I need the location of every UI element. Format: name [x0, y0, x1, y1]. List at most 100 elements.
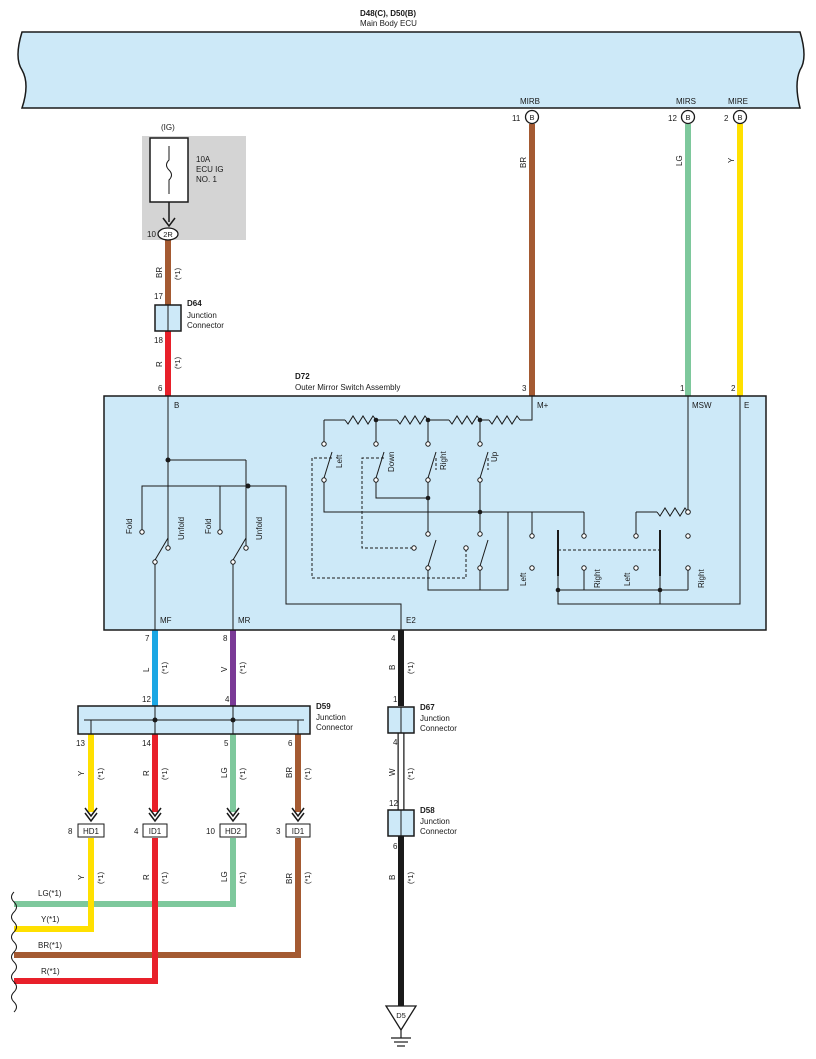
- label-left: Left: [335, 454, 344, 468]
- d58-line1: Junction: [420, 817, 450, 826]
- wire-label-br: BR: [155, 267, 164, 278]
- fuse-source: (IG): [161, 123, 175, 132]
- label-sel-right-1: Right: [593, 569, 602, 588]
- d59-pin-out-0: 13: [76, 739, 85, 748]
- wire-label: Y: [727, 157, 736, 163]
- d58-pin-bottom: 6: [393, 842, 398, 851]
- ground-label: D5: [396, 1011, 406, 1020]
- d58-line2: Connector: [420, 827, 457, 836]
- note: (*1): [406, 871, 415, 884]
- d64-pin-bottom: 18: [154, 336, 163, 345]
- pin-number: 2: [724, 114, 729, 123]
- d59-pin-out-2: 5: [224, 739, 229, 748]
- wire-label-br: BR: [285, 873, 294, 884]
- ecu-name: Main Body ECU: [360, 19, 417, 28]
- terminal-mf: MF: [160, 616, 172, 625]
- terminal-mr: MR: [238, 616, 251, 625]
- pin-number: 11: [512, 114, 521, 123]
- inline-connector-hd1: 8 HD1: [68, 807, 105, 838]
- label-unfold-2: Unfold: [255, 517, 264, 540]
- wire-label: LG: [675, 155, 684, 166]
- terminal-e2: E2: [406, 616, 416, 625]
- d72-pin-mr: 8: [223, 634, 228, 643]
- wire-label: BR: [519, 157, 528, 168]
- pin-code: B: [737, 113, 742, 122]
- d67-pin-bottom: 4: [393, 738, 398, 747]
- wire-label-lg: LG: [220, 871, 229, 882]
- output-label-lg: LG(*1): [38, 889, 62, 898]
- d67-line2: Connector: [420, 724, 457, 733]
- note: (*1): [406, 767, 415, 780]
- wire-r-low: [14, 838, 158, 984]
- d72-pin-e: 2: [731, 384, 736, 393]
- note: (*1): [238, 767, 247, 780]
- inline-connector-id1-b: 3 ID1: [276, 807, 311, 838]
- d72-id: D72: [295, 372, 310, 381]
- d72-pin-mf: 7: [145, 634, 150, 643]
- fuse-pin: 10: [147, 230, 156, 239]
- break-mark: [11, 891, 17, 1013]
- output-label-br: BR(*1): [38, 941, 62, 950]
- d58-pin-top: 12: [389, 799, 398, 808]
- label-up: Up: [490, 451, 499, 462]
- connector-name: ID1: [149, 827, 162, 836]
- connector-pin: 10: [206, 827, 215, 836]
- d72-pin-b: 6: [158, 384, 163, 393]
- d59-pin-out-1: 14: [142, 739, 151, 748]
- d59-line2: Connector: [316, 723, 353, 732]
- pin-name: MIRB: [520, 97, 540, 106]
- d64-pin-top: 17: [154, 292, 163, 301]
- connector-name: ID1: [292, 827, 305, 836]
- inline-connector-id1-a: 4 ID1: [134, 807, 168, 838]
- d59-pin-out-3: 6: [288, 739, 293, 748]
- d72-name: Outer Mirror Switch Assembly: [295, 383, 400, 392]
- note: (*1): [160, 661, 169, 674]
- wire-label-y: Y: [77, 770, 86, 776]
- d67-pin-top: 1: [393, 695, 398, 704]
- wire-label-br: BR: [285, 767, 294, 778]
- d59-pin-in2: 4: [225, 695, 230, 704]
- label-fold-2: Fold: [204, 518, 213, 534]
- pin-name: MIRE: [728, 97, 748, 106]
- d59-pin-in1: 12: [142, 695, 151, 704]
- wire-label-b: B: [388, 665, 397, 670]
- wire-label-lg: LG: [220, 767, 229, 778]
- note: (*1): [173, 267, 182, 280]
- pin-code: B: [529, 113, 534, 122]
- terminal-e: E: [744, 401, 749, 410]
- d64-line2: Connector: [187, 321, 224, 330]
- label-unfold-1: Unfold: [177, 517, 186, 540]
- label-fold-1: Fold: [125, 518, 134, 534]
- d67-id: D67: [420, 703, 435, 712]
- terminal-mplus: M+: [537, 401, 549, 410]
- wire-lg-low: [14, 838, 236, 907]
- label-sel-right-2: Right: [697, 569, 706, 588]
- ecu-pin-mire: MIRE 2 B Y: [724, 97, 748, 163]
- note: (*1): [160, 767, 169, 780]
- wire-y-low: [14, 838, 94, 932]
- connector-name: HD1: [83, 827, 100, 836]
- d59-id: D59: [316, 702, 331, 711]
- ecu-id: D48(C), D50(B): [360, 9, 416, 18]
- fuse-rating: 10A: [196, 155, 211, 164]
- wire-label-r: R: [142, 874, 151, 880]
- wire-label-w: W: [388, 768, 397, 776]
- ecu-pin-mirs: MIRS 12 B LG: [668, 97, 696, 166]
- d59-line1: Junction: [316, 713, 346, 722]
- fuse-arrow: [162, 217, 176, 228]
- label-down: Down: [387, 452, 396, 472]
- note: (*1): [238, 871, 247, 884]
- d72-box: [103, 395, 767, 631]
- label-right: Right: [439, 451, 448, 470]
- ecu-pin-mirb: MIRB 11 B BR: [512, 97, 540, 168]
- connector-pin: 3: [276, 827, 281, 836]
- d64-id: D64: [187, 299, 202, 308]
- fuse-connector: [157, 227, 179, 241]
- d72-internal-circuit: [139, 396, 741, 630]
- fuse-connector-label: 2R: [163, 230, 173, 239]
- d58-id: D58: [420, 806, 435, 815]
- d72-pin-msw: 1: [680, 384, 685, 393]
- wire-label-y: Y: [77, 874, 86, 880]
- wire-label-r: R: [142, 770, 151, 776]
- wire-label-l: L: [142, 667, 151, 672]
